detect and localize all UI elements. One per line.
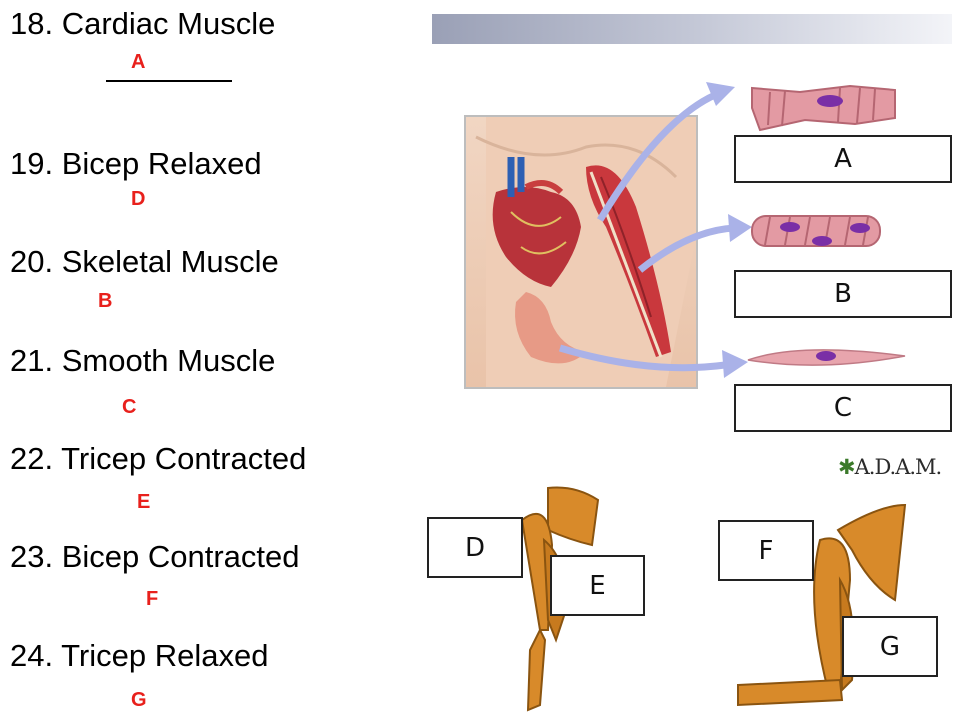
label-box-b[interactable]: B (734, 270, 952, 318)
arrow-to-cardiac (596, 91, 717, 222)
credit-text: A.D.A.M. (854, 455, 943, 479)
arrow-to-smooth (558, 344, 726, 372)
stomach-shape (515, 292, 586, 364)
question-23: 23. Bicep Contracted (10, 539, 300, 574)
answer-20: B (98, 290, 113, 312)
answer-18: A (131, 51, 146, 73)
label-box-a[interactable]: A (734, 135, 952, 183)
question-22: 22. Tricep Contracted (10, 441, 307, 476)
leaf-icon: ✱ (838, 455, 856, 479)
heart-shape (492, 187, 581, 287)
question-18: 18. Cardiac Muscle (10, 6, 276, 41)
question-24: 24. Tricep Relaxed (10, 638, 269, 673)
torso-illustration (464, 115, 698, 389)
question-19: 19. Bicep Relaxed (10, 146, 262, 181)
scapula-right (836, 503, 907, 602)
answer-19: D (131, 188, 146, 210)
scapula-left (547, 486, 600, 547)
forearm-left (526, 627, 547, 712)
answer-22: E (137, 491, 151, 513)
question-21: 21. Smooth Muscle (10, 343, 276, 378)
label-box-f[interactable]: F (718, 520, 814, 581)
top-gradient-bar (432, 14, 952, 44)
answer-blank-line (106, 80, 232, 82)
question-20: 20. Skeletal Muscle (10, 244, 279, 279)
adam-logo: ✱A.D.A.M. (838, 455, 943, 479)
forearm-right (737, 678, 844, 707)
label-box-d[interactable]: D (427, 517, 523, 578)
arrow-to-skeletal (637, 224, 736, 273)
label-box-e[interactable]: E (550, 555, 645, 616)
torso-drawing (475, 117, 696, 387)
label-box-c[interactable]: C (734, 384, 952, 432)
answer-21: C (122, 396, 137, 418)
answer-24: G (131, 689, 147, 711)
answer-23: F (146, 588, 159, 610)
label-box-g[interactable]: G (842, 616, 938, 677)
